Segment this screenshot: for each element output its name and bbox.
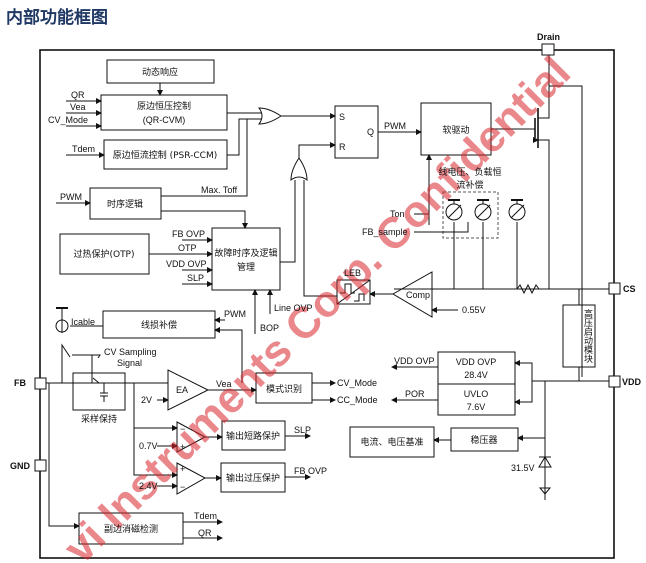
signal-slp-in: SLP bbox=[187, 273, 204, 283]
signal-vdd-ovp-in: VDD OVP bbox=[166, 259, 207, 269]
signal-2v: 2V bbox=[141, 395, 152, 405]
label-regulator: 稳压器 bbox=[470, 434, 497, 446]
page-title: 内部功能框图 bbox=[6, 8, 108, 28]
signal-cv-sampling-2: Signal bbox=[117, 358, 142, 368]
label-sr-s: S bbox=[339, 112, 345, 122]
confidential-watermark: vi Instruments Corp. Confidential bbox=[54, 47, 580, 563]
label-fault-1: 故障时序及逻辑 bbox=[214, 247, 277, 259]
signal-cv-mode: CV_Mode bbox=[48, 115, 88, 125]
signal-vea: Vea bbox=[70, 102, 86, 112]
label-cv-control-2: (QR-CVM) bbox=[143, 115, 186, 125]
signal-24v: 2.4V bbox=[139, 481, 158, 491]
signal-por: POR bbox=[405, 389, 425, 399]
label-soft-drive: 软驱动 bbox=[442, 124, 469, 136]
signal-cv-mode-out: CV_Mode bbox=[337, 378, 377, 388]
label-reference: 电流、电压基准 bbox=[360, 436, 423, 448]
label-dynamic-response: 动态响应 bbox=[142, 66, 178, 78]
signal-vdd-ovp-out: VDD OVP bbox=[394, 356, 435, 366]
label-ea: EA bbox=[176, 385, 188, 395]
signal-vea-out: Vea bbox=[216, 379, 232, 389]
block-cable-comp bbox=[102, 310, 216, 339]
chip-outline bbox=[39, 49, 615, 559]
ea-amplifier bbox=[167, 369, 210, 411]
label-cc-control: 原边恒流控制 (PSR-CCM) bbox=[113, 149, 218, 161]
label-leb: LEB bbox=[344, 268, 361, 278]
comp-dashed-box bbox=[442, 191, 499, 239]
or-gate bbox=[258, 107, 282, 125]
signal-ton: Ton bbox=[390, 209, 405, 219]
signal-bop: BOP bbox=[260, 323, 279, 333]
signal-line-ovp: Line OVP bbox=[274, 303, 313, 313]
signal-max-toff: Max. Toff bbox=[201, 185, 238, 195]
block-fault-logic bbox=[211, 227, 281, 291]
signal-cv-sampling-1: CV Sampling bbox=[104, 347, 157, 357]
label-otp: 过热保护(OTP) bbox=[73, 248, 134, 260]
pin-fb bbox=[34, 377, 47, 390]
signal-07v: 0.7V bbox=[139, 441, 158, 451]
label-uvlo-2: 7.6V bbox=[467, 402, 486, 412]
label-ovp: 输出过压保护 bbox=[226, 472, 280, 484]
watermark-layer: vi Instruments Corp. Confidential bbox=[54, 47, 580, 563]
comparator-scp bbox=[176, 421, 207, 453]
pin-drain bbox=[541, 43, 555, 56]
signal-fb-ovp-out: FB OVP bbox=[294, 466, 327, 476]
pin-label-cs: CS bbox=[623, 284, 636, 294]
ovp-minus: − bbox=[180, 482, 185, 492]
signal-fb-sample: FB_sample bbox=[362, 227, 408, 237]
label-cable-comp: 线损补偿 bbox=[141, 319, 177, 331]
scp-minus: − bbox=[180, 424, 185, 434]
label-sr-r: R bbox=[339, 142, 346, 152]
signal-pwm-timing: PWM bbox=[60, 192, 82, 202]
label-comp: Comp bbox=[406, 290, 430, 300]
pin-label-gnd: GND bbox=[10, 461, 31, 471]
signal-slp-out: SLP bbox=[294, 425, 311, 435]
pin-gnd bbox=[34, 459, 47, 472]
signal-pwm-q: PWM bbox=[384, 121, 406, 131]
signal-qr: QR bbox=[71, 90, 85, 100]
label-scp: 输出短路保护 bbox=[226, 430, 280, 442]
label-vdd-ovp-2: 28.4V bbox=[464, 370, 488, 380]
signal-pwm-cable: PWM bbox=[224, 309, 246, 319]
scp-plus: + bbox=[180, 442, 185, 452]
pin-vdd bbox=[608, 375, 621, 388]
signal-fb-ovp-in: FB OVP bbox=[172, 229, 205, 239]
label-fault-2: 管理 bbox=[237, 261, 255, 273]
label-uvlo-1: UVLO bbox=[464, 389, 489, 399]
label-vdd-ovp-1: VDD OVP bbox=[456, 357, 497, 367]
label-timing-logic: 时序逻辑 bbox=[107, 198, 143, 210]
signal-otp: OTP bbox=[178, 243, 197, 253]
comparator-cs bbox=[391, 271, 433, 318]
or-gate-2 bbox=[290, 157, 308, 181]
signal-cc-mode-out: CC_Mode bbox=[337, 395, 378, 405]
ovp-plus: + bbox=[180, 464, 185, 474]
signal-055v: 0.55V bbox=[462, 305, 486, 315]
label-mode-detect: 模式识别 bbox=[266, 383, 302, 395]
pin-label-drain: Drain bbox=[537, 32, 560, 42]
label-line-load-comp-2: 流补偿 bbox=[456, 179, 483, 191]
label-sr-q: Q bbox=[367, 127, 374, 137]
signal-tdem: Tdem bbox=[72, 144, 95, 154]
pin-cs bbox=[608, 282, 621, 295]
block-sample-hold bbox=[72, 372, 126, 411]
comparator-ovp bbox=[176, 462, 207, 495]
pin-label-vdd: VDD bbox=[622, 377, 642, 387]
label-cv-control-1: 原边恒压控制 bbox=[137, 100, 191, 112]
label-hv-startup: 高压启动模块 bbox=[582, 309, 592, 363]
signal-icable: Icable bbox=[71, 317, 95, 327]
label-sample-hold: 采样保持 bbox=[81, 413, 117, 425]
label-demag: 副边消磁检测 bbox=[104, 523, 158, 535]
label-line-load-comp-1: 线电压、负载恒 bbox=[438, 166, 501, 178]
pin-label-fb: FB bbox=[14, 378, 26, 388]
signal-qr-out: QR bbox=[198, 528, 212, 538]
signal-tdem-out: Tdem bbox=[194, 511, 217, 521]
signal-zener: 31.5V bbox=[511, 463, 535, 473]
